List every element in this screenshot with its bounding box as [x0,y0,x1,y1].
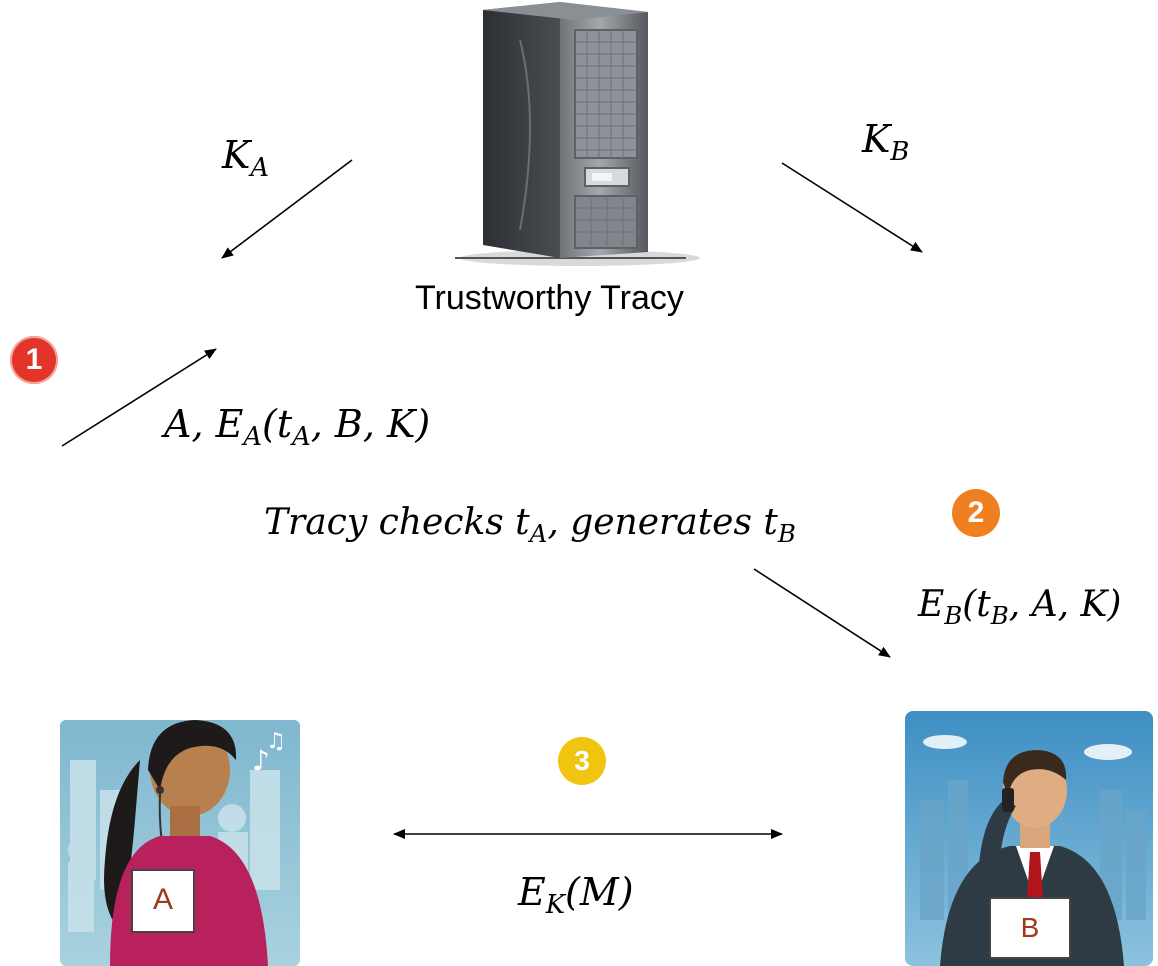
person-a-badge-letter: A [152,883,173,916]
server-icon [455,2,700,266]
arrow-kb [781,162,923,253]
person-b-badge-letter: B [1020,912,1040,943]
arrow-step2 [753,568,891,658]
server-label: Trustworthy Tracy [415,279,684,317]
arrow-ka [221,159,353,259]
key-b-label: KB [862,117,910,168]
step-2-message: EB(tB, A, K) [918,584,1122,630]
step-2-badge: 2 [952,489,1000,537]
step-1-badge: 1 [10,336,58,384]
person-a-illustration: ♪ ♫ [60,720,300,966]
step-3-badge: 3 [558,737,606,785]
person-b-illustration [905,711,1153,966]
step-2-check-text: Tracy checks tA, generates tB [264,502,796,548]
svg-text:♫: ♫ [266,729,286,754]
svg-text:♪: ♪ [252,744,270,777]
arrow-step1 [61,348,217,447]
step-1-message: A, EA(tA, B, K) [164,402,431,453]
step-3-message: EK(M) [518,870,634,921]
key-a-label: KA [222,133,270,184]
